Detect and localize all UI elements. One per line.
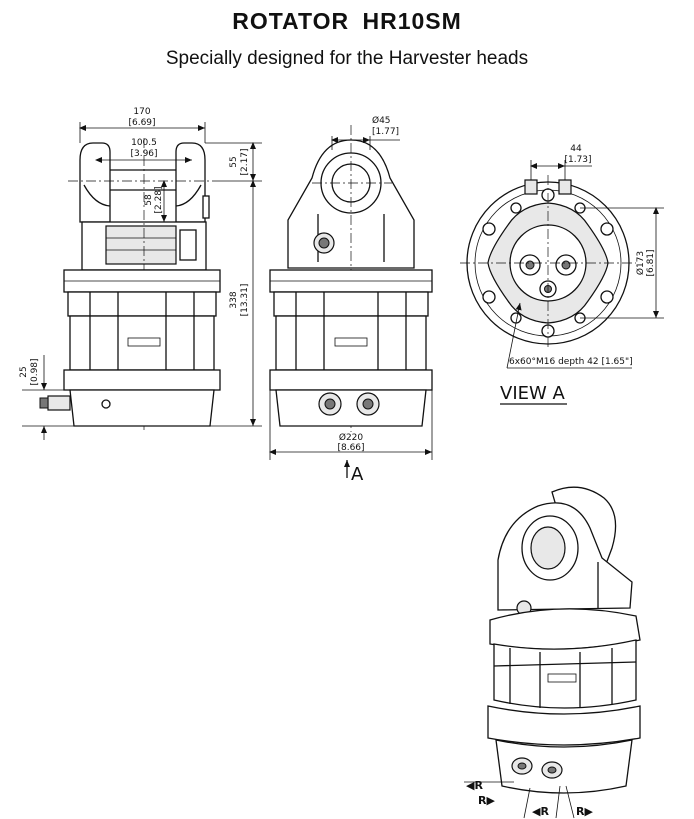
front-left-ear: [79, 142, 111, 223]
thread-note: 6x60°M16 depth 42 [1.65"]: [509, 357, 633, 367]
front-main-body: [69, 315, 215, 371]
bolt-hole: [600, 290, 614, 304]
side-base: [275, 389, 427, 427]
bolt-hole: [482, 222, 496, 236]
iso-view: ◀R R▶ ◀R R▶: [464, 486, 641, 819]
dim-pin-span-in: [3.96]: [130, 149, 157, 159]
bolt-hole: [482, 290, 496, 304]
iso-base: [495, 739, 633, 794]
bolt-hole: [600, 222, 614, 236]
iso-lower-flange: [487, 705, 641, 746]
flow-arrow-left-1: ◀R: [466, 779, 483, 792]
dim-pin-span-mm: 100.5: [131, 138, 157, 148]
dim-bolt-circle-mm: Ø173: [635, 251, 646, 275]
dim-pin-height-in: [2.28]: [154, 186, 164, 213]
dim-height-in: [13.31]: [240, 284, 250, 317]
dim-pin-dia-mm: Ø45: [372, 115, 391, 126]
front-port-fitting: [47, 395, 71, 411]
dim-port-spacing-mm: 44: [570, 144, 582, 154]
dim-height-mm: 338: [229, 291, 239, 308]
view-a-label: VIEW A: [500, 383, 566, 404]
flow-arrow-left-2: ◀R: [532, 805, 549, 818]
dim-bolt-circle-in: [6.81]: [646, 249, 656, 276]
front-base: [69, 389, 215, 427]
dim-port-offset-in: [0.98]: [30, 358, 40, 385]
side-main-body: [275, 315, 427, 371]
dim-width-mm: 170: [133, 107, 150, 117]
page-subtitle: Specially designed for the Harvester hea…: [165, 48, 529, 69]
dim-pin-dia-in: [1.77]: [372, 127, 399, 137]
dim-width-in: [6.69]: [128, 118, 155, 128]
dim-body-dia-in: [8.66]: [337, 443, 364, 453]
dim-top-offset-in: [2.17]: [240, 148, 250, 175]
dim-port-spacing-in: [1.73]: [564, 155, 591, 165]
view-a: 44 [1.73] Ø173 [6.81] 6x60°M16 depth 42 …: [460, 144, 664, 405]
dim-body-dia-mm: Ø220: [339, 432, 364, 443]
front-right-ear: [175, 142, 206, 223]
side-view: Ø45 [1.77] Ø220 [8.66] A: [269, 115, 433, 485]
front-view: 170 [6.69] 100.5 [3.96] 55 [2.17] 58 [2.…: [19, 107, 262, 440]
flow-arrow-right-2: R▶: [576, 805, 593, 818]
iso-pin-bore: [530, 526, 566, 570]
view-a-marker: A: [351, 464, 364, 485]
page-title: ROTATOR HR10SM: [232, 8, 462, 34]
flow-arrow-right-1: R▶: [478, 794, 495, 807]
dim-pin-height-mm: 58: [144, 194, 154, 206]
dim-port-offset-mm: 25: [19, 366, 29, 377]
dim-top-offset-mm: 55: [229, 156, 239, 167]
